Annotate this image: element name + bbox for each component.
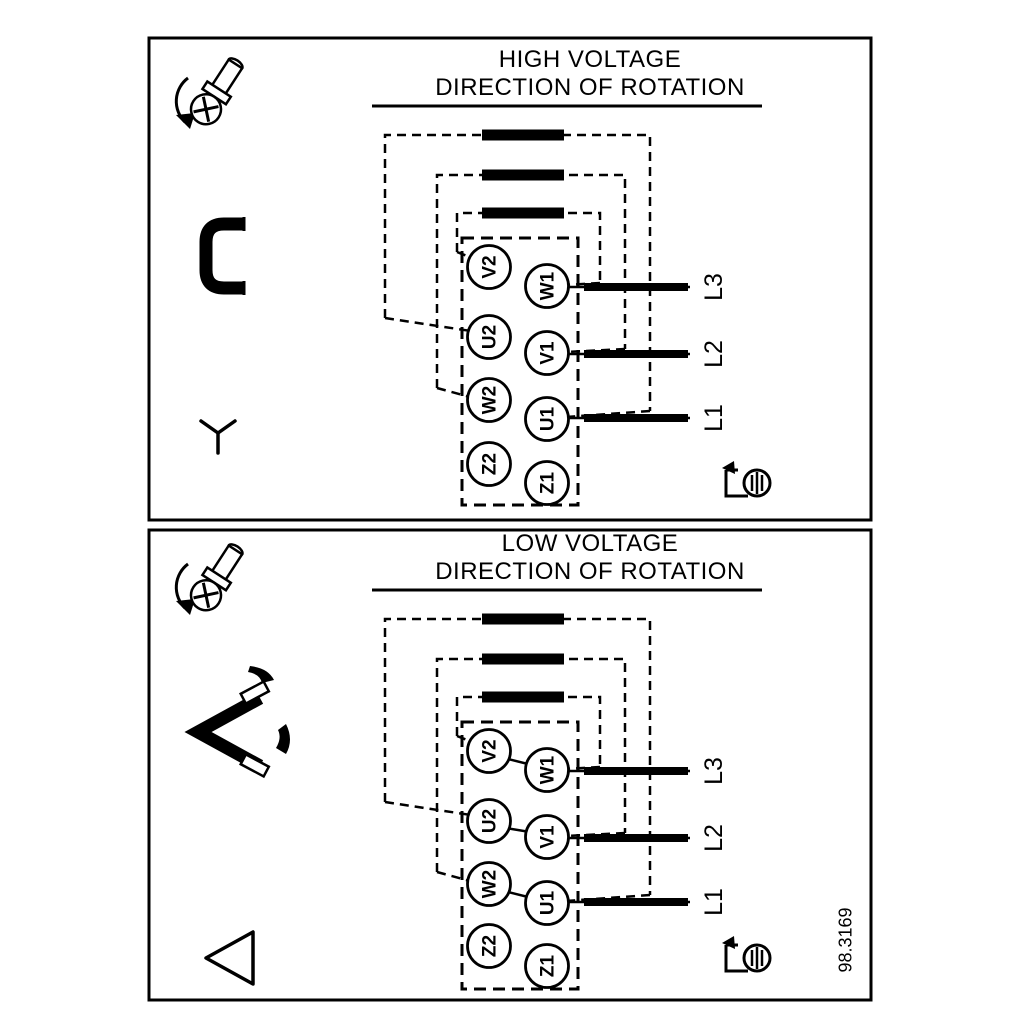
panel-title: LOW VOLTAGE	[502, 530, 679, 557]
terminal-screw-icon	[720, 934, 772, 973]
supply-line-l1: L1	[568, 888, 728, 916]
delta-symbol-icon	[204, 930, 255, 986]
supply-line-label: L1	[700, 404, 728, 432]
jumper-link-icon	[199, 217, 246, 295]
terminal-w2	[466, 861, 512, 907]
jumper-bar	[482, 169, 564, 181]
screw-rotation-icon	[174, 536, 252, 618]
drawing-number: 98.3169	[835, 907, 855, 972]
supply-line-label: L2	[700, 824, 728, 852]
terminal-label: W2	[480, 870, 501, 899]
jumper-bar	[482, 129, 564, 141]
panel-frame	[147, 528, 873, 1002]
terminal-label: Z1	[538, 471, 559, 494]
terminal-label: W1	[538, 755, 559, 784]
terminal-label: W2	[480, 386, 501, 415]
supply-line-l2: L2	[568, 340, 728, 368]
delta-link-icon	[184, 666, 290, 779]
terminal-label: V1	[538, 825, 559, 849]
low-voltage-panel: LOW VOLTAGE DIRECTION OF ROTATION	[147, 528, 873, 1002]
supply-line-l3: L3	[568, 273, 728, 301]
supply-line-label: L1	[700, 888, 728, 916]
jumper-bar	[482, 653, 564, 665]
screw-rotation-icon	[174, 50, 252, 132]
terminal-v2	[466, 728, 512, 774]
panel-subtitle: DIRECTION OF ROTATION	[435, 558, 745, 585]
terminal-label: Z1	[538, 954, 559, 977]
terminal-label: U2	[480, 325, 501, 349]
terminal-label: Z2	[480, 453, 501, 475]
terminal-label: V2	[480, 739, 501, 762]
star-symbol-icon	[199, 419, 237, 455]
terminal-v2	[466, 244, 512, 290]
terminal-label: U1	[538, 406, 559, 431]
terminal-label: V1	[538, 341, 559, 365]
jumper-bars	[482, 613, 564, 703]
jumper-bar	[482, 613, 564, 625]
high-voltage-panel: HIGH VOLTAGE DIRECTION OF ROTATION	[147, 36, 873, 522]
supply-line-l2: L2	[568, 824, 728, 852]
terminal-label: W1	[538, 271, 559, 300]
terminal-z2	[466, 441, 512, 487]
jumper-bars	[482, 129, 564, 219]
terminal-z1	[524, 943, 570, 989]
terminal-u2	[466, 314, 512, 360]
terminals: V2 U2 W2 Z2 W1 V1 U1 Z1	[466, 728, 570, 989]
jumper-bar	[482, 691, 564, 703]
panel-subtitle: DIRECTION OF ROTATION	[435, 74, 745, 101]
terminal-label: U2	[480, 809, 501, 833]
supply-line-label: L3	[700, 273, 728, 301]
supply-line-l3: L3	[568, 757, 728, 785]
terminal-z1	[524, 460, 570, 506]
terminal-z2	[466, 923, 512, 969]
supply-line-label: L3	[700, 757, 728, 785]
terminals: V2 U2 W2 Z2 W1 V1 U1 Z1	[466, 244, 570, 506]
terminal-w2	[466, 377, 512, 423]
terminal-label: V2	[480, 255, 501, 278]
panel-title: HIGH VOLTAGE	[499, 46, 681, 73]
supply-line-label: L2	[700, 340, 728, 368]
panel-frame	[147, 36, 873, 522]
terminal-screw-icon	[720, 459, 772, 498]
terminal-label: U1	[538, 890, 559, 915]
terminal-u2	[466, 798, 512, 844]
jumper-bar	[482, 207, 564, 219]
terminal-label: Z2	[480, 935, 501, 957]
supply-line-l1: L1	[568, 404, 728, 432]
